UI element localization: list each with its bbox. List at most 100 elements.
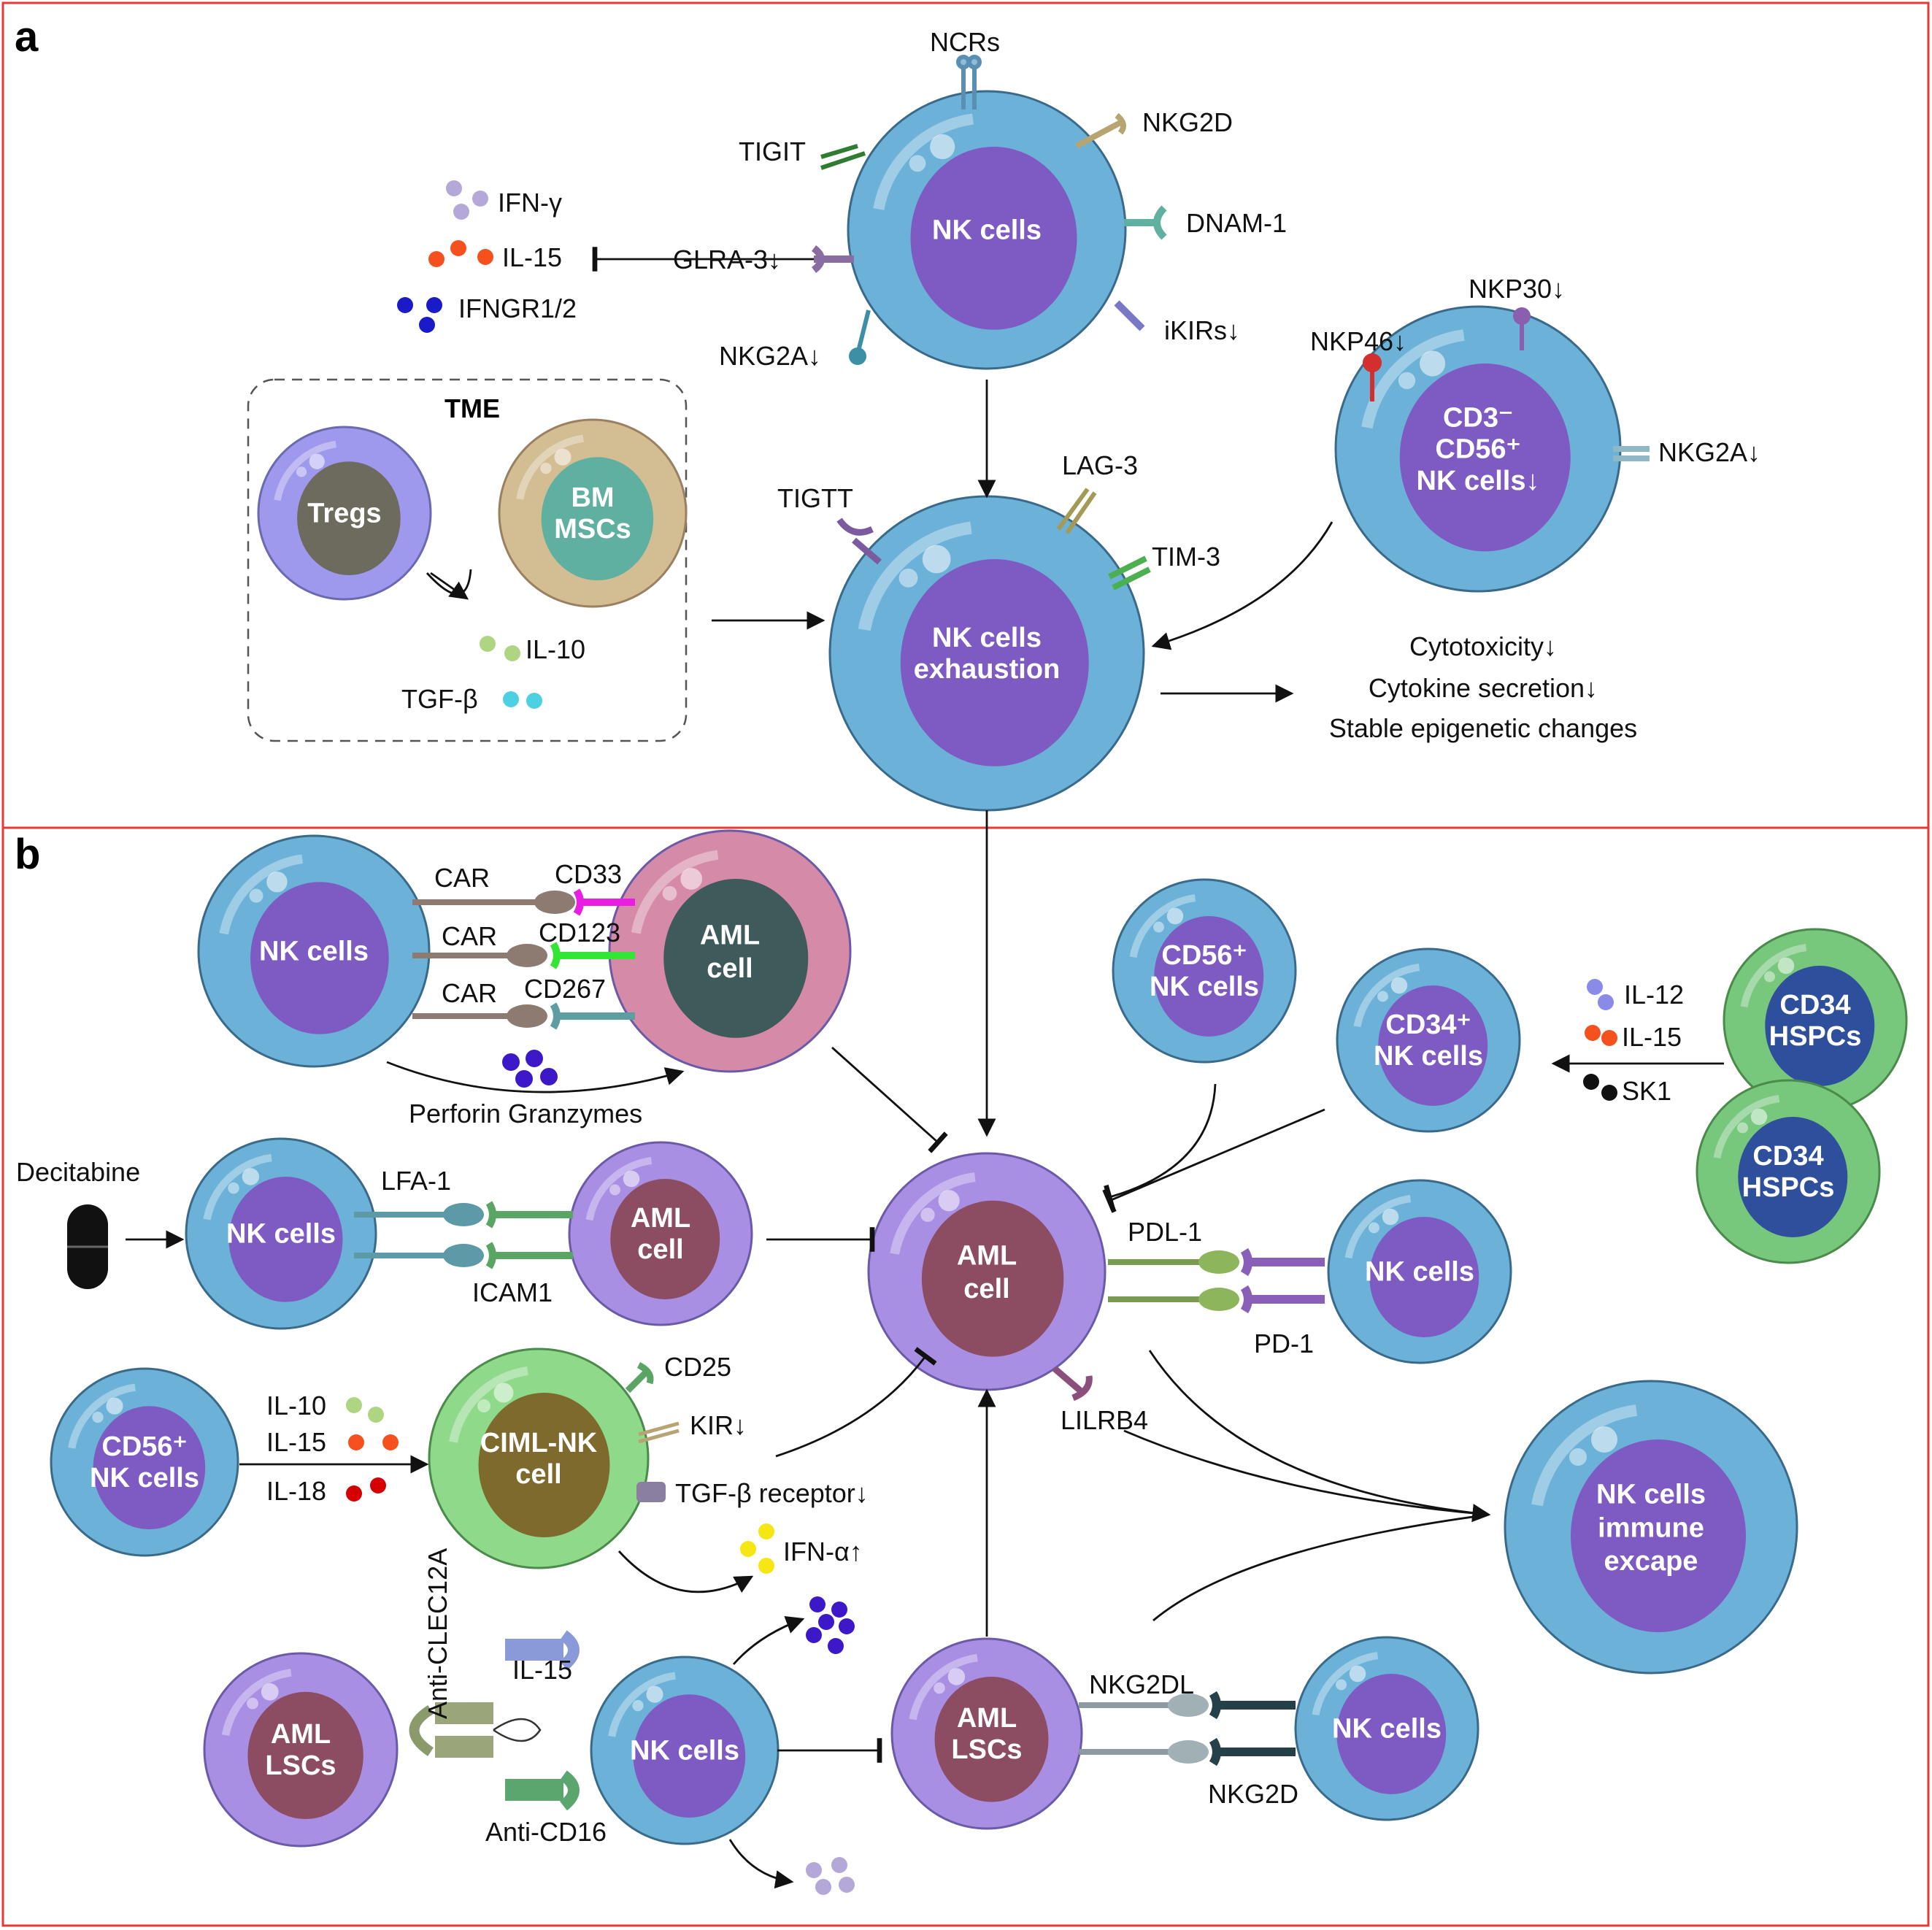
dnam1-receptor-icon xyxy=(1124,205,1167,240)
label-tim3: TIM-3 xyxy=(1152,542,1220,572)
label-il15-a: IL-15 xyxy=(502,242,562,272)
label-cytotoxicity: Cytotoxicity↓ xyxy=(1409,631,1557,661)
label-anti-clec12a: Anti-CLEC12A xyxy=(423,1548,453,1719)
label-nkg2d-b: NKG2D xyxy=(1208,1779,1298,1809)
label-il18-b: IL-18 xyxy=(266,1476,326,1506)
label-cd123: CD123 xyxy=(539,918,620,947)
cell-label-a-cd3-0: CD3⁻ xyxy=(1443,402,1513,433)
label-tigit: TIGIT xyxy=(739,137,806,166)
label-tigtt: TIGTT xyxy=(777,483,853,513)
cell-label-b-escape-2: excape xyxy=(1604,1546,1698,1577)
label-sk1: SK1 xyxy=(1622,1076,1671,1106)
label-il15-bispecific: IL-15 xyxy=(512,1655,572,1685)
cell-label-b-cd34-nk-1: NK cells xyxy=(1374,1041,1483,1072)
cell-label-b-aml-center-1: cell xyxy=(963,1274,1009,1304)
kir-receptor-icon xyxy=(638,1421,680,1444)
cell-label-b-escape-1: immune xyxy=(1598,1512,1704,1543)
glra3-receptor-icon xyxy=(811,245,854,273)
label-ifna: IFN-α↑ xyxy=(783,1537,863,1566)
label-nkg2a-a: NKG2A↓ xyxy=(719,341,821,371)
label-nkg2dl: NKG2DL xyxy=(1089,1669,1194,1699)
cell-label-b-aml-dec-1: cell xyxy=(637,1234,683,1265)
label-epigenetic: Stable epigenetic changes xyxy=(1329,713,1637,743)
label-cd267: CD267 xyxy=(524,974,606,1004)
label-cd33: CD33 xyxy=(555,859,622,889)
cell-b-nk-bispec: NK cells xyxy=(590,1656,780,1845)
lfa1-icam1-pair-1 xyxy=(354,1201,573,1229)
label-ikirs: iKIRs↓ xyxy=(1164,315,1240,345)
nkg2a-receptor-icon xyxy=(849,310,871,365)
label-nkg2a-a2: NKG2A↓ xyxy=(1658,437,1760,467)
label-nkp30: NKP30↓ xyxy=(1469,274,1565,304)
cell-label-b-aml-center-0: AML xyxy=(957,1241,1017,1272)
tme-title: TME xyxy=(444,393,500,423)
label-cd25: CD25 xyxy=(664,1352,731,1382)
tigtt-receptor-icon xyxy=(836,518,882,565)
label-glra3: GLRA-3↓ xyxy=(673,245,781,274)
cell-b-nk-pd1: NK cells xyxy=(1327,1179,1512,1364)
lfa1-icam1-pair-2 xyxy=(354,1242,573,1269)
cell-label-b-ciml-1: cell xyxy=(515,1459,561,1490)
cell-label-b-hspc2-1: HSPCs xyxy=(1742,1172,1835,1203)
label-lag3: LAG-3 xyxy=(1062,450,1138,480)
decitabine-pill-icon xyxy=(67,1204,108,1289)
cell-label-b-cd56-right-1: NK cells xyxy=(1150,972,1259,1002)
nkp30-receptor-icon xyxy=(1513,307,1531,350)
cell-label-b-ciml-0: CIML-NK xyxy=(480,1428,598,1458)
ikir-receptor-icon xyxy=(1114,300,1145,331)
cell-label-b-escape-0: NK cells xyxy=(1596,1480,1706,1510)
nkg2dl-nkg2d-pair-2 xyxy=(1079,1737,1296,1766)
label-pdl1: PDL-1 xyxy=(1128,1217,1202,1247)
cell-b-nk-dec: NK cells xyxy=(185,1137,377,1330)
cell-label-b-cd56-left-0: CD56⁺ xyxy=(101,1431,187,1462)
label-il15-b: IL-15 xyxy=(266,1427,326,1457)
label-cytokine-secretion: Cytokine secretion↓ xyxy=(1369,673,1598,703)
cell-label-a-cd3-1: CD56⁺ xyxy=(1435,434,1520,465)
label-ifng: IFN-γ xyxy=(498,188,562,218)
cell-label-b-aml-car-0: AML xyxy=(700,920,760,951)
tim3-receptor-icon xyxy=(1108,555,1151,591)
cell-label-b-lsc-right-1: LSCs xyxy=(951,1734,1022,1765)
arrows xyxy=(126,247,1724,1889)
cell-b-nk-nkg2d: NK cells xyxy=(1294,1636,1479,1821)
cell-tregs: Tregs xyxy=(257,426,432,601)
nkg2dl-nkg2d-pair-1 xyxy=(1079,1691,1296,1720)
cell-label-b-cd56-left-1: NK cells xyxy=(90,1463,199,1493)
label-car-2: CAR xyxy=(442,921,497,951)
label-decitabine: Decitabine xyxy=(16,1157,140,1187)
nkp46-receptor-icon xyxy=(1363,353,1382,401)
cell-b-nk-car: NK cells xyxy=(197,834,431,1068)
cell-b-cd56-right: CD56⁺NK cells xyxy=(1112,878,1297,1064)
cell-label-b-aml-dec-0: AML xyxy=(631,1203,690,1234)
lag3-receptor-icon xyxy=(1056,488,1097,534)
cell-label-b-nk-pd1-0: NK cells xyxy=(1365,1257,1474,1288)
cell-label-b-nk-car-0: NK cells xyxy=(259,937,369,967)
label-icam1: ICAM1 xyxy=(472,1277,553,1307)
cell-label-a-exh-1: exhaustion xyxy=(914,654,1061,685)
panel-b-frame xyxy=(1,826,1930,1927)
cell-label-b-cd34-nk-0: CD34⁺ xyxy=(1385,1010,1471,1040)
cell-label-b-nk-dec-0: NK cells xyxy=(226,1219,336,1250)
label-perforin: Perforin Granzymes xyxy=(409,1099,642,1129)
cell-label-b-lsc-left-0: AML xyxy=(271,1719,331,1750)
label-il12: IL-12 xyxy=(1624,980,1684,1010)
panel-b-label: b xyxy=(15,831,40,878)
pdl1-pd1-pair-2 xyxy=(1108,1285,1325,1314)
cell-label-a-exh-0: NK cells xyxy=(932,623,1042,653)
label-il10-b: IL-10 xyxy=(266,1391,326,1420)
label-anti-cd16: Anti-CD16 xyxy=(485,1817,607,1847)
label-pd1: PD-1 xyxy=(1254,1329,1314,1358)
nkg2d-receptor-icon xyxy=(1075,112,1126,149)
cell-a-nk: NK cells xyxy=(847,90,1127,370)
label-il10-a: IL-10 xyxy=(526,634,585,664)
cell-label-b-nk-bispec-0: NK cells xyxy=(630,1736,739,1766)
label-car-3: CAR xyxy=(442,978,497,1008)
cell-label-b-hspc2-0: CD34 xyxy=(1752,1141,1823,1172)
